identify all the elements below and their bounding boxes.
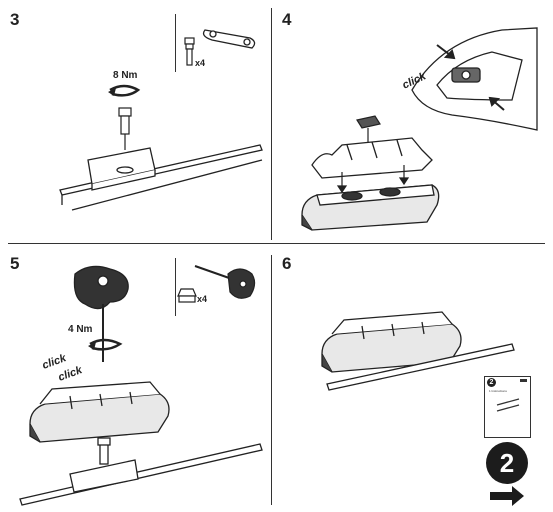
plate-icon: [202, 29, 256, 49]
parts-divider-5: [175, 258, 176, 316]
step-6-number: 6: [282, 254, 292, 273]
step-3-torque: 8 Nm: [113, 70, 138, 81]
next-step-badge: 2: [486, 442, 528, 484]
hex-key-icon: [194, 265, 256, 299]
mini-page-step-badge: 2: [487, 378, 496, 387]
parts-divider: [175, 14, 176, 72]
step-4-number: 4: [282, 10, 292, 29]
torque-rotation-icon: [109, 84, 141, 97]
step-5-number: 5: [10, 254, 20, 273]
mini-page-title: 1 Instructions: [489, 389, 507, 393]
step-5-quantity: x4: [197, 294, 208, 304]
step-5-illustration: [19, 265, 263, 506]
arrow-icon: [436, 44, 505, 111]
step-3-illustration: [59, 29, 263, 211]
step-5-panel: 5: [0, 244, 271, 512]
bolt-icon: [184, 37, 195, 66]
next-arrow-icon[interactable]: [272, 244, 553, 512]
vertical-divider-top: [271, 8, 272, 240]
next-instructions-page: 2 1 Instructions: [484, 376, 531, 438]
step-3-panel: 3: [0, 0, 271, 243]
nut-icon: [177, 288, 197, 303]
vertical-divider-bottom: [271, 255, 272, 505]
step-4-panel: 4: [272, 0, 553, 243]
step-5-torque: 4 Nm: [68, 324, 93, 335]
mini-page-illustration: [496, 379, 527, 412]
step-3-number: 3: [10, 10, 20, 29]
step-6-panel: 6 2 1 Instructions 2: [272, 244, 553, 512]
step-4-illustration: [301, 27, 538, 231]
torque-wrench-icon: [73, 265, 129, 362]
horizontal-divider: [8, 243, 545, 244]
step-6-illustration: [321, 311, 515, 391]
step-3-quantity: x4: [195, 58, 206, 68]
